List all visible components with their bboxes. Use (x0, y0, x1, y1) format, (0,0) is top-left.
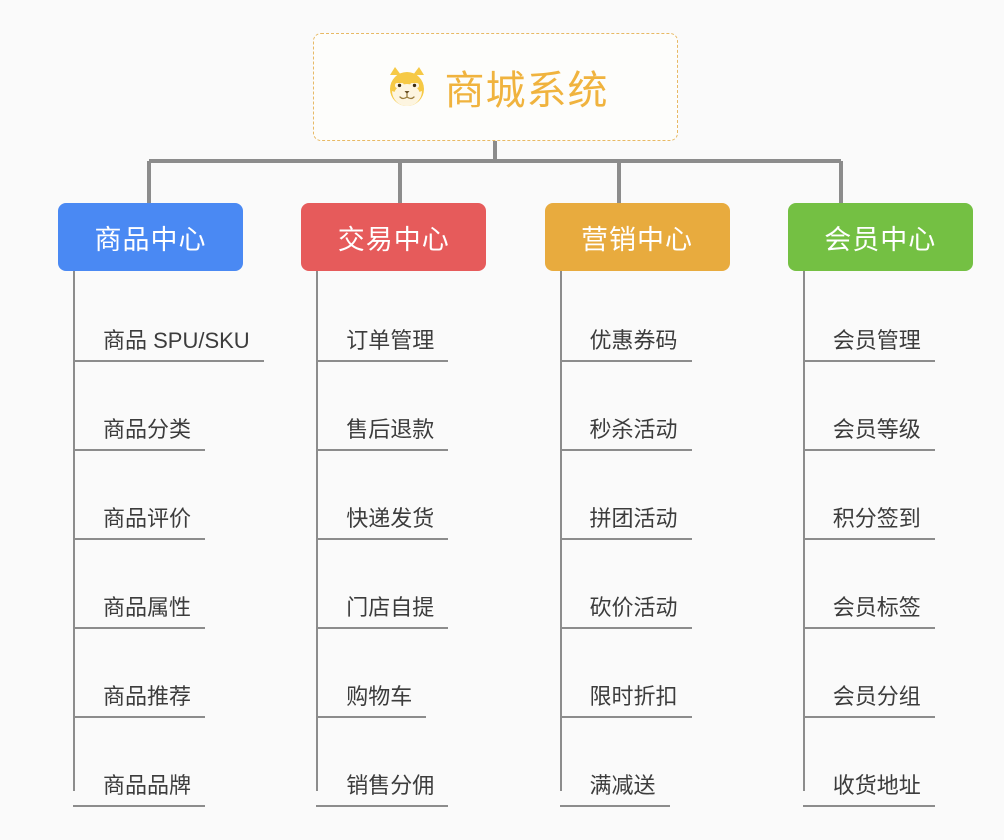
trunk-line (559, 271, 562, 791)
leaf-item[interactable]: 商品分类 (58, 362, 274, 451)
leaf-label: 商品评价 (73, 505, 206, 540)
leaf-item[interactable]: 积分签到 (788, 451, 1004, 540)
leaf-item[interactable]: 拼团活动 (545, 451, 761, 540)
leaf-label: 砍价活动 (559, 594, 692, 629)
leaf-label: 商品属性 (73, 594, 206, 629)
category-header-product[interactable]: 商品中心 (58, 203, 243, 271)
leaf-item[interactable]: 商品 SPU/SKU (58, 273, 274, 362)
category-columns: 商品中心 商品 SPU/SKU 商品分类 商品评价 商品属性 商品推荐 (0, 203, 1004, 807)
leaf-label: 订单管理 (316, 327, 449, 362)
category-header-marketing[interactable]: 营销中心 (544, 203, 730, 271)
leaf-list-member: 会员管理 会员等级 积分签到 会员标签 会员分组 收货地址 (788, 271, 1004, 807)
category-column-member: 会员中心 会员管理 会员等级 积分签到 会员标签 会员分组 (787, 203, 1004, 807)
leaf-item[interactable]: 优惠券码 (545, 273, 761, 362)
leaf-item[interactable]: 砍价活动 (545, 540, 761, 629)
leaf-label: 会员等级 (802, 416, 935, 451)
category-label: 商品中心 (94, 224, 207, 255)
leaf-item[interactable]: 快递发货 (301, 451, 517, 540)
category-label: 营销中心 (581, 224, 693, 255)
leaf-item[interactable]: 门店自提 (301, 540, 517, 629)
leaf-label: 限时折扣 (559, 683, 692, 718)
category-header-trade[interactable]: 交易中心 (301, 203, 487, 271)
leaf-list-product: 商品 SPU/SKU 商品分类 商品评价 商品属性 商品推荐 商品品牌 (58, 271, 274, 807)
trunk-line (802, 271, 805, 791)
leaf-label: 拼团活动 (559, 505, 692, 540)
leaf-label: 积分签到 (802, 505, 935, 540)
leaf-item[interactable]: 商品评价 (58, 451, 274, 540)
leaf-label: 满减送 (559, 772, 670, 807)
leaf-label: 收货地址 (802, 772, 935, 807)
leaf-item[interactable]: 商品属性 (58, 540, 274, 629)
leaf-item[interactable]: 商品推荐 (58, 629, 274, 718)
category-header-member[interactable]: 会员中心 (787, 203, 973, 271)
leaf-label: 门店自提 (316, 594, 449, 629)
leaf-label: 销售分佣 (316, 772, 449, 807)
leaf-item[interactable]: 限时折扣 (545, 629, 761, 718)
leaf-label: 会员分组 (802, 683, 935, 718)
trunk-line (316, 271, 319, 791)
category-label: 交易中心 (337, 224, 450, 255)
category-column-product: 商品中心 商品 SPU/SKU 商品分类 商品评价 商品属性 商品推荐 (58, 203, 274, 807)
leaf-item[interactable]: 销售分佣 (301, 718, 517, 807)
leaf-item[interactable]: 购物车 (301, 629, 517, 718)
leaf-label: 售后退款 (316, 416, 449, 451)
leaf-item[interactable]: 商品品牌 (58, 718, 274, 807)
leaf-item[interactable]: 收货地址 (788, 718, 1004, 807)
leaf-label: 商品推荐 (73, 683, 206, 718)
leaf-label: 会员标签 (802, 594, 935, 629)
leaf-item[interactable]: 会员等级 (788, 362, 1004, 451)
leaf-label: 会员管理 (802, 327, 935, 362)
root-title: 商城系统 (444, 69, 609, 113)
leaf-item[interactable]: 售后退款 (301, 362, 517, 451)
root-node[interactable]: 商城系统 (313, 33, 678, 141)
shiba-dog-icon (383, 63, 431, 111)
leaf-label: 快递发货 (316, 505, 449, 540)
leaf-list-marketing: 优惠券码 秒杀活动 拼团活动 砍价活动 限时折扣 满减送 (545, 271, 761, 807)
trunk-line (73, 271, 75, 791)
category-column-marketing: 营销中心 优惠券码 秒杀活动 拼团活动 砍价活动 限时折扣 (544, 203, 761, 807)
category-column-trade: 交易中心 订单管理 售后退款 快递发货 门店自提 购物车 (301, 203, 517, 807)
leaf-label: 商品 SPU/SKU (73, 327, 264, 362)
category-label: 会员中心 (824, 224, 937, 255)
leaf-item[interactable]: 满减送 (545, 718, 761, 807)
leaf-label: 商品分类 (73, 416, 206, 451)
leaf-label: 商品品牌 (73, 772, 206, 807)
leaf-item[interactable]: 秒杀活动 (545, 362, 761, 451)
leaf-label: 购物车 (316, 683, 427, 718)
leaf-item[interactable]: 会员管理 (788, 273, 1004, 362)
leaf-item[interactable]: 会员分组 (788, 629, 1004, 718)
leaf-label: 秒杀活动 (559, 416, 692, 451)
leaf-label: 优惠券码 (559, 327, 692, 362)
leaf-item[interactable]: 订单管理 (301, 273, 517, 362)
leaf-item[interactable]: 会员标签 (788, 540, 1004, 629)
leaf-list-trade: 订单管理 售后退款 快递发货 门店自提 购物车 销售分佣 (301, 271, 517, 807)
